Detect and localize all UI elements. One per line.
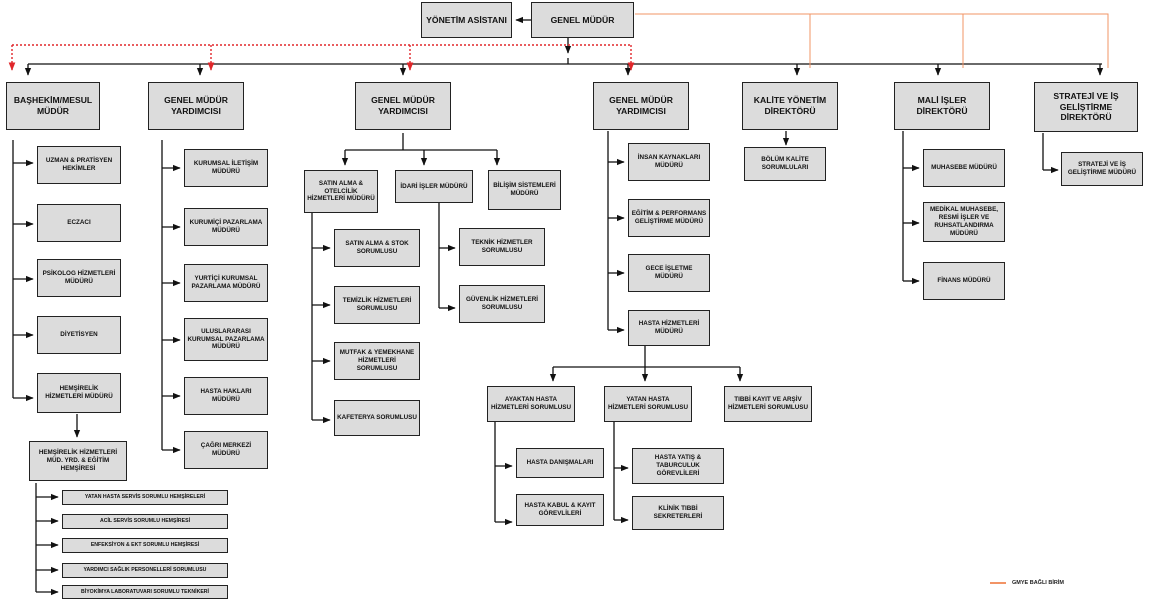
procurement-manager-box: SATIN ALMA & OTELCİLİK HİZMETLERİ MÜDÜRÜ [304,170,378,213]
deputy-gm-1-box: GENEL MÜDÜR YARDIMCISI [148,82,244,130]
outpatient-unit: HASTA DANIŞMALARI [516,448,604,478]
it-manager-box: BİLİŞİM SİSTEMLERİ MÜDÜRÜ [488,170,561,210]
gmy1-unit: KURUMSAL İLETİŞİM MÜDÜRÜ [184,149,268,187]
gmy1-unit: HASTA HAKLARI MÜDÜRÜ [184,377,268,415]
inpatient-box: YATAN HASTA HİZMETLERİ SORUMLUSU [604,386,692,422]
procurement-unit: KAFETERYA SORUMLUSU [334,400,420,436]
bashekim-unit: UZMAN & PRATİSYEN HEKİMLER [37,146,121,184]
gmy1-unit: ÇAĞRI MERKEZİ MÜDÜRÜ [184,431,268,469]
gmy1-unit: KURUMİÇİ PAZARLAMA MÜDÜRÜ [184,208,268,246]
inpatient-unit: KLİNİK TIBBİ SEKRETERLERİ [632,496,724,530]
gmy3-unit: İNSAN KAYNAKLARI MÜDÜRÜ [628,143,710,181]
bashekim-unit: ECZACI [37,204,121,242]
legend-label: GMYE BAĞLI BİRİM [1012,580,1064,586]
deputy-gm-3-box: GENEL MÜDÜR YARDIMCISI [593,82,689,130]
bashekim-unit: PSİKOLOG HİZMETLERİ MÜDÜRÜ [37,259,121,297]
gmy3-unit: EĞİTİM & PERFORMANS GELİŞTİRME MÜDÜRÜ [628,199,710,237]
nursing-item: YATAN HASTA SERVİS SORUMLU HEMŞİRELERİ [62,490,228,505]
quality-unit: BÖLÜM KALİTE SORUMLULARI [744,147,826,181]
gmy1-unit: ULUSLARARASI KURUMSAL PAZARLAMA MÜDÜRÜ [184,318,268,361]
nursing-item: ACİL SERVİS SORUMLU HEMŞİRESİ [62,514,228,529]
management-assistant-box: YÖNETİM ASİSTANI [421,2,512,38]
deputy-gm-2-box: GENEL MÜDÜR YARDIMCISI [355,82,451,130]
chief-physician-box: BAŞHEKİM/MESUL MÜDÜR [6,82,100,130]
admin-unit: GÜVENLİK HİZMETLERİ SORUMLUSU [459,285,545,323]
procurement-unit: SATIN ALMA & STOK SORUMLUSU [334,229,420,267]
nursing-item: BİYOKİMYA LABORATUVARI SORUMLU TEKNİKERİ [62,585,228,599]
bashekim-unit: HEMŞİRELİK HİZMETLERİ MÜDÜRÜ [37,373,121,413]
procurement-unit: MUTFAK & YEMEKHANE HİZMETLERİ SORUMLUSU [334,342,420,380]
nursing-item: ENFEKSİYON & EKT SORUMLU HEMŞİRESİ [62,538,228,553]
nursing-deputy-box: HEMŞİRELİK HİZMETLERİ MÜD. YRD. & EĞİTİM… [29,441,127,481]
gmy3-unit: GECE İŞLETME MÜDÜRÜ [628,254,710,292]
finance-unit: MUHASEBE MÜDÜRÜ [923,149,1005,187]
admin-unit: TEKNİK HİZMETLER SORUMLUSU [459,228,545,266]
admin-manager-box: İDARİ İŞLER MÜDÜRÜ [395,170,473,203]
strategy-director-box: STRATEJİ VE İŞ GELİŞTİRME DİREKTÖRÜ [1034,82,1138,132]
patient-services-box: HASTA HİZMETLERİ MÜDÜRÜ [628,310,710,346]
finance-unit: MEDİKAL MUHASEBE, RESMİ İŞLER VE RUHSATL… [923,202,1005,242]
medical-records-box: TIBBİ KAYIT VE ARŞİV HİZMETLERİ SORUMLUS… [724,386,812,422]
general-manager-box: GENEL MÜDÜR [531,2,634,38]
finance-director-box: MALİ İŞLER DİREKTÖRÜ [894,82,990,130]
procurement-unit: TEMİZLİK HİZMETLERİ SORUMLUSU [334,286,420,324]
outpatient-unit: HASTA KABUL & KAYIT GÖREVLİLERİ [516,494,604,526]
quality-director-box: KALİTE YÖNETİM DİREKTÖRÜ [742,82,838,130]
finance-unit: FİNANS MÜDÜRÜ [923,262,1005,300]
bashekim-unit: DİYETİSYEN [37,316,121,354]
outpatient-box: AYAKTAN HASTA HİZMETLERİ SORUMLUSU [487,386,575,422]
gmy1-unit: YURTİÇİ KURUMSAL PAZARLAMA MÜDÜRÜ [184,264,268,302]
legend-line-swatch [990,582,1006,584]
nursing-item: YARDIMCI SAĞLIK PERSONELLERİ SORUMLUSU [62,563,228,578]
inpatient-unit: HASTA YATIŞ & TABURCULUK GÖREVLİLERİ [632,448,724,484]
legend: GMYE BAĞLI BİRİM [990,580,1064,586]
strategy-unit: STRATEJİ VE İŞ GELİŞTİRME MÜDÜRÜ [1061,152,1143,186]
